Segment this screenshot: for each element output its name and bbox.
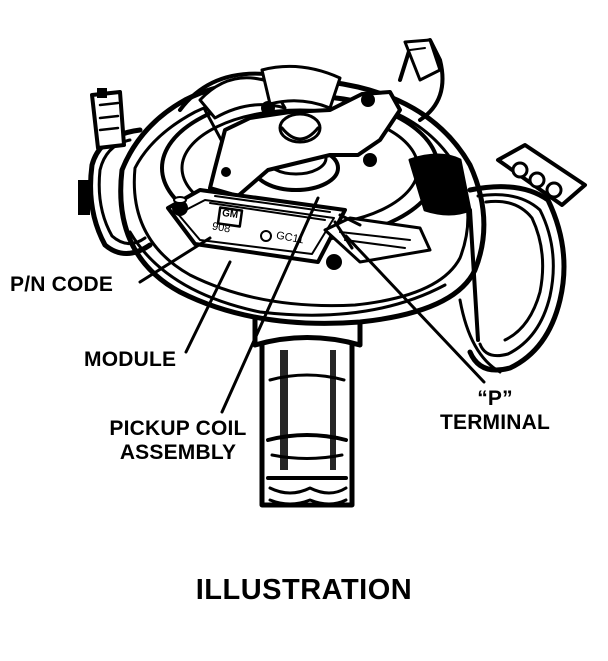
mounting-screws	[172, 101, 377, 270]
distributor-shaft	[252, 306, 363, 508]
label-p-terminal: “P” TERMINAL	[425, 387, 565, 435]
wiring-harness	[398, 38, 567, 374]
label-pickup-coil-line1: PICKUP COIL	[109, 417, 247, 440]
label-pn-code: P/N CODE	[10, 273, 114, 296]
left-wire	[78, 88, 153, 256]
label-p-terminal-line2: TERMINAL	[439, 411, 551, 434]
label-module: MODULE	[84, 348, 177, 371]
leader-pickup-coil	[220, 196, 320, 414]
label-pickup-coil-line2: ASSEMBLY	[119, 441, 237, 464]
leader-lines	[138, 196, 486, 414]
gm-logo: GM	[221, 207, 239, 222]
p-terminal-area	[323, 213, 432, 264]
retainer-bar	[208, 90, 402, 198]
label-pickup-coil: PICKUP COIL ASSEMBLY	[88, 417, 268, 465]
leader-module	[184, 260, 232, 354]
leader-p-terminal	[344, 234, 486, 384]
label-p-terminal-line1: “P”	[477, 387, 513, 410]
leader-pn-code	[138, 236, 212, 284]
figure-caption: ILLUSTRATION	[195, 574, 413, 606]
harness-connector	[496, 143, 587, 207]
